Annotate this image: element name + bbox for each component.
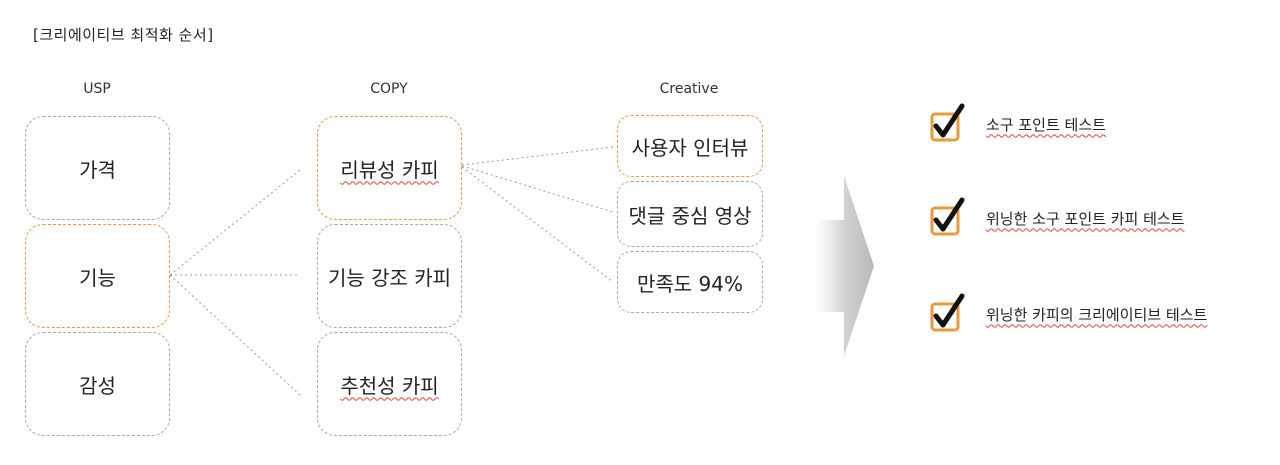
creative-box-satisfaction: 만족도 94%	[617, 251, 763, 313]
usp-label: 기능	[79, 265, 116, 290]
usp-box-emotion: 감성	[25, 332, 170, 436]
checklist-item: 위닝한 소구 포인트 카피 테스트	[928, 197, 1185, 238]
creative-box-interview: 사용자 인터뷰	[617, 115, 763, 177]
connector-usp-copy-1	[169, 169, 301, 276]
column-header-usp: USP	[83, 81, 111, 97]
connector-copy-creative-1	[461, 146, 614, 166]
column-header-creative: Creative	[659, 81, 719, 97]
copy-box-review: 리뷰성 카피	[317, 116, 462, 220]
copy-box-feature: 기능 강조 카피	[317, 224, 462, 328]
copy-box-recommend: 추천성 카피	[317, 332, 462, 436]
right-arrow-icon	[808, 176, 874, 356]
connector-copy-creative-3	[461, 166, 614, 283]
diagram-title: [크리에이티브 최적화 순서]	[33, 26, 214, 44]
checkbox-checked-icon	[928, 293, 968, 334]
usp-box-function: 기능	[25, 224, 170, 328]
connector-usp-copy-3	[169, 274, 301, 396]
usp-box-price: 가격	[25, 116, 170, 220]
connector-copy-creative-2	[461, 165, 614, 213]
usp-label: 감성	[79, 373, 116, 398]
checklist-item: 위닝한 카피의 크리에이티브 테스트	[928, 293, 1208, 334]
copy-label: 추천성 카피	[340, 373, 439, 398]
copy-label: 기능 강조 카피	[327, 265, 452, 290]
column-header-copy: COPY	[370, 81, 408, 97]
copy-label: 리뷰성 카피	[340, 157, 439, 182]
creative-label: 사용자 인터뷰	[631, 135, 749, 160]
checklist-item: 소구 포인트 테스트	[928, 103, 1106, 144]
checkbox-checked-icon	[928, 103, 968, 144]
usp-label: 가격	[79, 157, 116, 182]
checkbox-checked-icon	[928, 197, 968, 238]
checklist-text: 위닝한 소구 포인트 카피 테스트	[986, 209, 1185, 228]
creative-label: 댓글 중심 영상	[628, 203, 752, 228]
checklist-text: 위닝한 카피의 크리에이티브 테스트	[986, 305, 1208, 324]
checklist-text: 소구 포인트 테스트	[986, 115, 1106, 134]
creative-label: 만족도 94%	[636, 271, 743, 296]
creative-box-comments: 댓글 중심 영상	[617, 181, 763, 247]
